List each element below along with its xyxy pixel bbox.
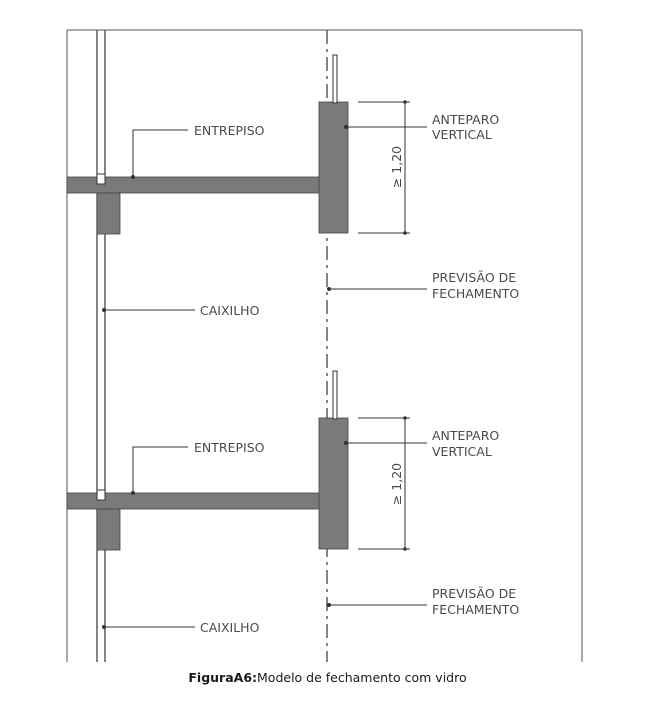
- caixilho-label-upper: CAIXILHO: [200, 303, 260, 318]
- previsao-label-line2-upper: FECHAMENTO: [432, 286, 519, 301]
- dimension-tick-top-upper: [403, 100, 407, 104]
- beam-upper: [96, 192, 121, 235]
- caixilho-label-lower: CAIXILHO: [200, 620, 260, 635]
- floor-lower: ENTREPISO ANTEPARO VERTICAL ≥ 1,20 PREVI…: [66, 370, 519, 635]
- anteparo-dot-lower: [344, 441, 348, 445]
- dimension-tick-bottom-upper: [403, 231, 407, 235]
- anteparo-label-line2-lower: VERTICAL: [432, 444, 492, 459]
- figure-caption: FiguraA6:Modelo de fechamento com vidro: [0, 670, 655, 685]
- slab-upper: [66, 176, 330, 194]
- glass-lower: [332, 370, 338, 420]
- anteparo-label-line2-upper: VERTICAL: [432, 127, 492, 142]
- entrepiso-dot-upper: [131, 175, 135, 179]
- figure-caption-prefix: FiguraA6:: [188, 670, 258, 685]
- slab-lower: [66, 492, 330, 510]
- frame-joint-upper: [96, 173, 106, 185]
- entrepiso-leader-lower: [132, 446, 188, 493]
- dimension-tick-top-lower: [403, 416, 407, 420]
- entrepiso-label-upper: ENTREPISO: [194, 123, 265, 138]
- figure-caption-text: Modelo de fechamento com vidro: [257, 670, 467, 685]
- entrepiso-leader-upper: [132, 129, 188, 177]
- parapet-lower: [318, 417, 349, 550]
- caixilho-dot-lower: [102, 625, 106, 629]
- dimension-tick-bottom-lower: [403, 547, 407, 551]
- glass-upper: [332, 54, 338, 104]
- parapet-upper: [318, 101, 349, 234]
- previsao-label-line1-lower: PREVISÃO DE: [432, 586, 516, 601]
- previsao-label-line2-lower: FECHAMENTO: [432, 602, 519, 617]
- dimension-label-upper: ≥ 1,20: [389, 146, 404, 188]
- anteparo-dot-upper: [344, 125, 348, 129]
- previsao-dot-upper: [327, 287, 331, 291]
- floor-upper: ENTREPISO ANTEPARO VERTICAL ≥ 1,20 PREVI…: [66, 54, 519, 318]
- previsao-dot-lower: [327, 603, 331, 607]
- entrepiso-dot-lower: [131, 491, 135, 495]
- anteparo-label-line1-upper: ANTEPARO: [432, 112, 499, 127]
- dimension-label-lower: ≥ 1,20: [389, 463, 404, 505]
- entrepiso-label-lower: ENTREPISO: [194, 440, 265, 455]
- frame-joint-lower: [96, 489, 106, 501]
- anteparo-label-line1-lower: ANTEPARO: [432, 428, 499, 443]
- previsao-label-line1-upper: PREVISÃO DE: [432, 270, 516, 285]
- beam-lower: [96, 508, 121, 551]
- caixilho-dot-upper: [102, 308, 106, 312]
